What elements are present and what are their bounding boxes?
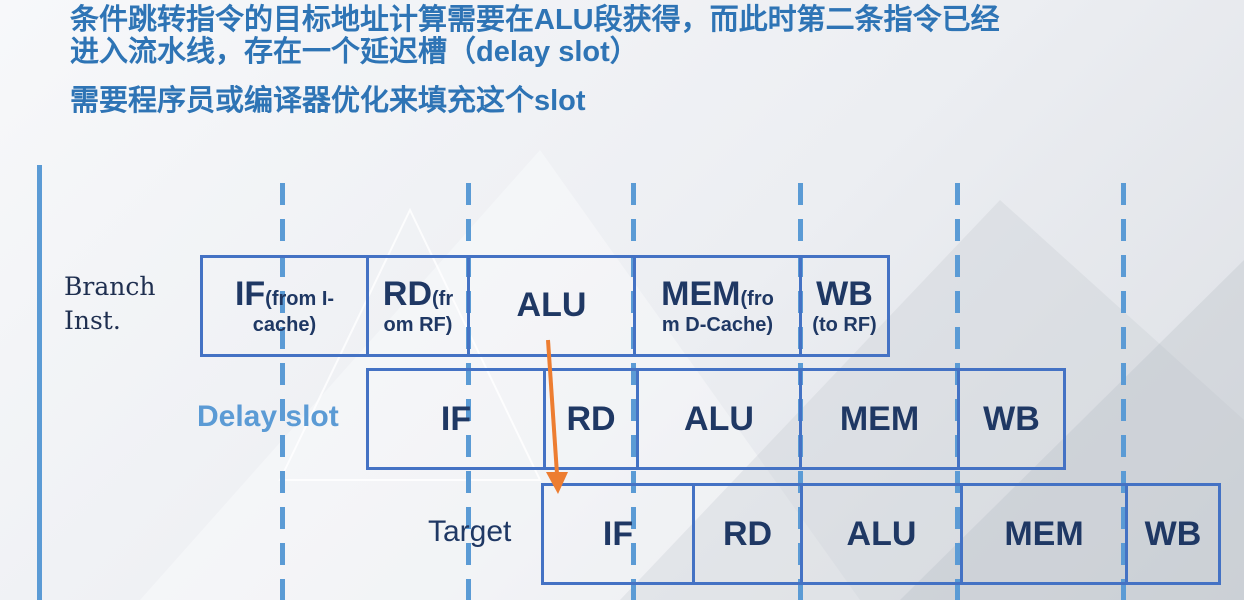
stage-detail: (from I- <box>265 287 335 310</box>
stage-main: ALU <box>516 286 587 325</box>
header-line-3: 需要程序员或编译器优化来填充这个slot <box>70 85 586 117</box>
delay-wb-stage: WB <box>957 368 1066 470</box>
slide-header: 条件跳转指令的目标地址计算需要在ALU段获得，而此时第二条指令已经 进入流水线，… <box>70 4 1000 117</box>
target-alu-stage: ALU <box>800 483 963 585</box>
header-line-1: 条件跳转指令的目标地址计算需要在ALU段获得，而此时第二条指令已经 <box>70 4 1000 36</box>
delay-mem-stage: MEM <box>799 368 960 470</box>
stage-main: RD <box>382 274 432 313</box>
delay-alu-stage: ALU <box>636 368 802 470</box>
target-if-stage: IF <box>541 483 695 585</box>
target-rd-stage: RD <box>692 483 803 585</box>
stage-main: WB <box>816 274 873 313</box>
delay-slot-label: Delay slot <box>197 400 339 433</box>
branch-inst-label: Branch Inst. <box>64 270 155 338</box>
stage-detail: om RF) <box>383 314 453 337</box>
stage-main: MEM <box>661 274 741 313</box>
header-line-2: 进入流水线，存在一个延迟槽（delay slot） <box>70 36 639 68</box>
branch-label-line2: Inst. <box>64 306 121 335</box>
branch-mem-stage: MEM(fro m D-Cache) <box>633 255 802 357</box>
cycle-divider <box>280 183 285 600</box>
branch-rd-stage: RD(fr om RF) <box>366 255 470 357</box>
stage-detail: m D-Cache) <box>661 314 774 337</box>
branch-alu-stage: ALU <box>467 255 636 357</box>
target-mem-stage: MEM <box>960 483 1128 585</box>
stage-detail: (fr <box>432 287 454 310</box>
cycle-divider <box>631 183 636 600</box>
cycle-divider <box>466 183 471 600</box>
left-vertical-rule <box>37 165 42 600</box>
stage-detail: (fro <box>740 287 774 310</box>
stage-detail: (to RF) <box>812 314 877 337</box>
delay-if-stage: IF <box>366 368 546 470</box>
branch-label-line1: Branch <box>64 272 156 301</box>
branch-wb-stage: WB (to RF) <box>799 255 890 357</box>
branch-if-stage: IF(from I- cache) <box>200 255 369 357</box>
target-label: Target <box>428 515 512 548</box>
delay-rd-stage: RD <box>543 368 639 470</box>
stage-detail: cache) <box>252 314 317 337</box>
cycle-divider <box>1121 183 1126 600</box>
target-wb-stage: WB <box>1125 483 1221 585</box>
stage-main: IF <box>234 274 266 313</box>
